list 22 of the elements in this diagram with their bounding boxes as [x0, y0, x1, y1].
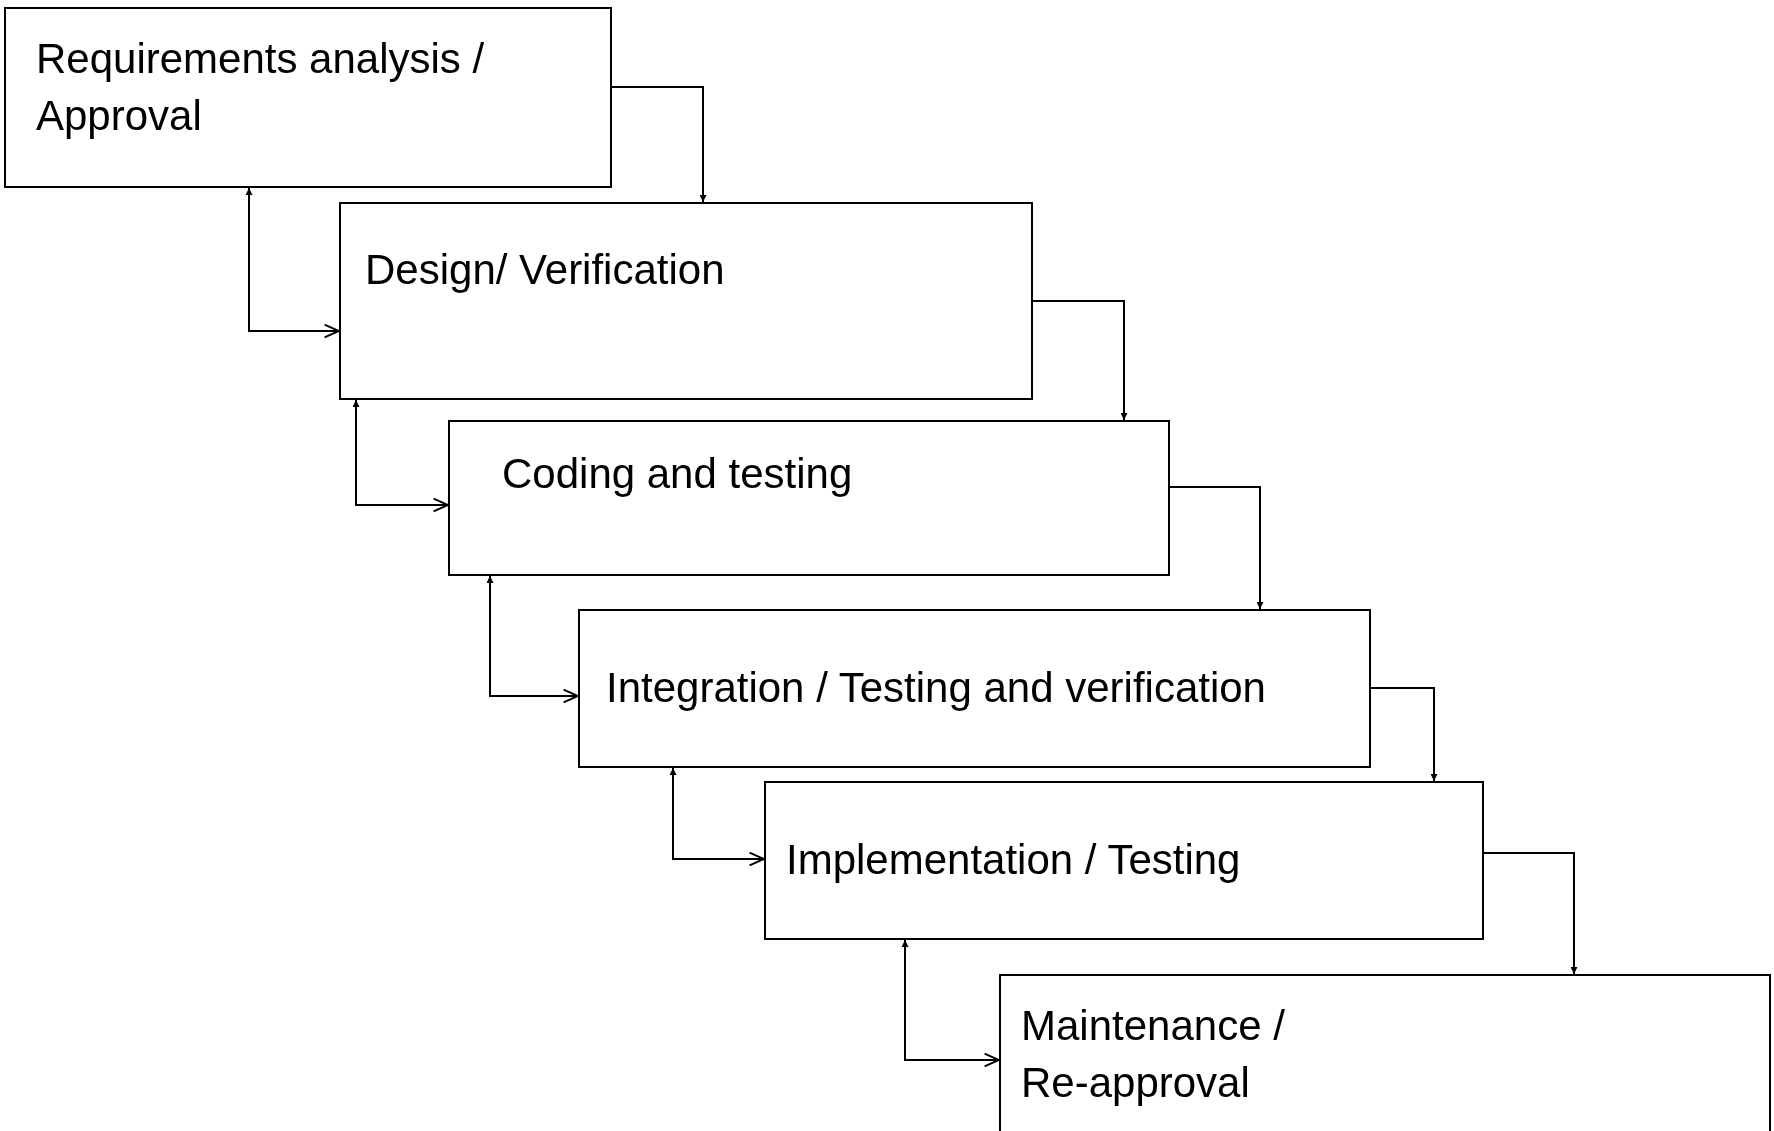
arrow: [1370, 687, 1438, 782]
arrow: [1032, 300, 1128, 421]
arrow: [486, 575, 579, 704]
arrow: [611, 86, 707, 203]
step-label: Implementation / Testing: [786, 835, 1242, 886]
step-label: Coding and testing: [502, 449, 854, 499]
step-label: Design/ Verification: [365, 245, 726, 295]
process-box: [578, 609, 1371, 768]
arrow: [669, 767, 765, 867]
arrow: [1483, 852, 1578, 975]
process-box: [764, 781, 1484, 940]
process-box: [339, 202, 1033, 400]
arrow: [901, 939, 1000, 1068]
step-label: Integration / Testing and verification: [606, 663, 1267, 714]
step-label: Maintenance / Re-approval: [1021, 1001, 1286, 1108]
step-label: Requirements analysis / Approval: [36, 34, 486, 141]
process-box: [4, 7, 612, 188]
arrow: [245, 187, 340, 339]
arrow: [352, 399, 449, 513]
arrow: [1169, 486, 1264, 610]
process-box: [448, 420, 1170, 576]
process-box: [999, 974, 1771, 1131]
